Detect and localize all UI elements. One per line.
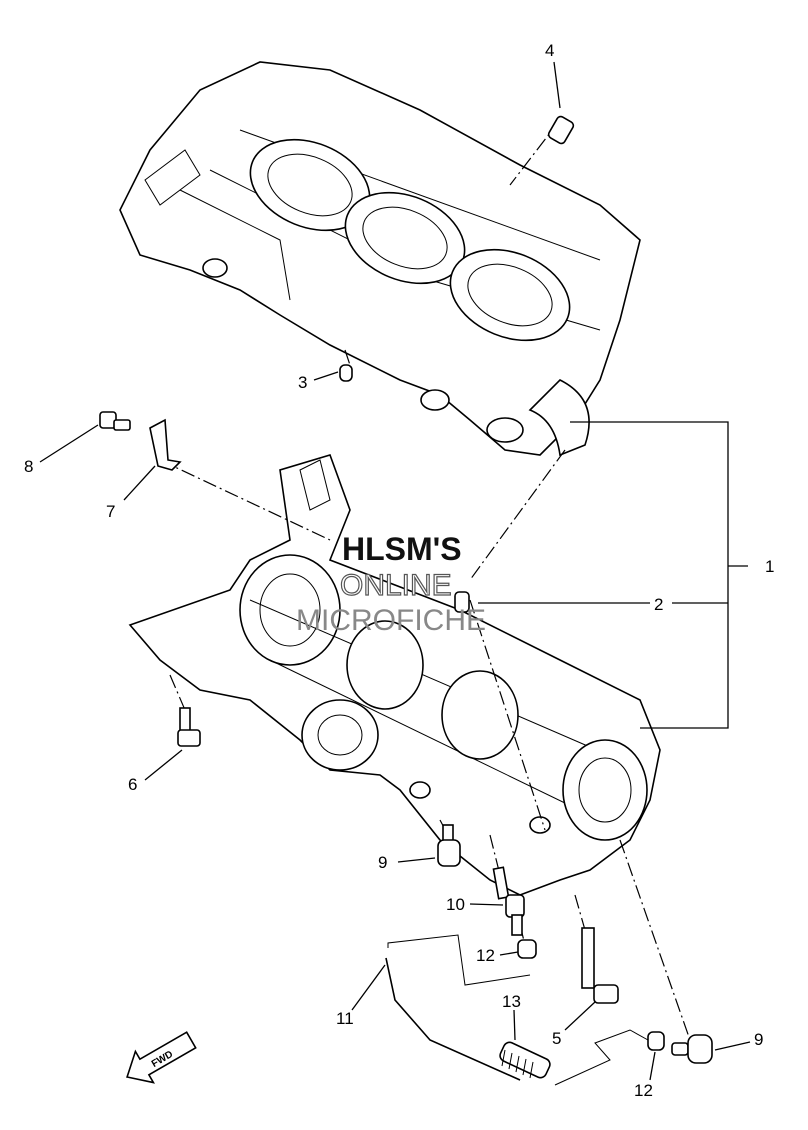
callout-11: 11 <box>336 1009 354 1028</box>
callout-12-lower: 12 <box>634 1081 653 1100</box>
part-8-bolt <box>99 411 131 431</box>
part-11-hose <box>385 957 521 1081</box>
callout-12-upper: 12 <box>476 946 495 965</box>
part-5-bolt <box>581 927 619 1004</box>
part-9-fitting-lower <box>671 1034 713 1064</box>
callout-6: 6 <box>128 775 137 794</box>
fwd-arrow-icon: FWD <box>126 1031 197 1084</box>
part-13-spring <box>499 1041 551 1079</box>
callout-9-upper: 9 <box>378 853 387 872</box>
part-6-bolt <box>177 707 201 747</box>
part-9-fitting-upper <box>437 824 461 867</box>
callout-10: 10 <box>446 895 465 914</box>
callout-1: 1 <box>765 557 774 576</box>
callout-5: 5 <box>552 1029 561 1048</box>
part-7-bracket <box>149 418 182 471</box>
callout-labels: 4 3 8 7 1 2 6 9 10 12 13 11 5 9 12 <box>24 41 774 1100</box>
part-12-cap-lower <box>647 1031 665 1051</box>
part-12-cap-upper <box>517 939 537 959</box>
callout-8: 8 <box>24 457 33 476</box>
callout-4: 4 <box>545 41 554 60</box>
lower-crankcase <box>128 454 661 896</box>
callout-3: 3 <box>298 373 307 392</box>
callout-13: 13 <box>502 992 521 1011</box>
watermark: HLSM'S ONLINE MICROFICHE <box>296 531 486 637</box>
part-10-fitting <box>492 866 525 936</box>
bracket-lines <box>478 421 748 729</box>
hose-routing-lines <box>387 934 649 1086</box>
upper-crankcase <box>119 61 641 457</box>
callout-9-lower: 9 <box>754 1030 763 1049</box>
part-4-dowel <box>547 115 575 145</box>
watermark-line-2: ONLINE <box>340 569 452 602</box>
callout-7: 7 <box>106 502 115 521</box>
watermark-line-3: MICROFICHE <box>296 604 486 637</box>
part-3-pin <box>339 364 353 382</box>
watermark-line-1: HLSM'S <box>342 531 462 567</box>
part-2-dowel <box>454 591 470 613</box>
leader-lines <box>39 61 751 1081</box>
callout-2: 2 <box>654 595 663 614</box>
